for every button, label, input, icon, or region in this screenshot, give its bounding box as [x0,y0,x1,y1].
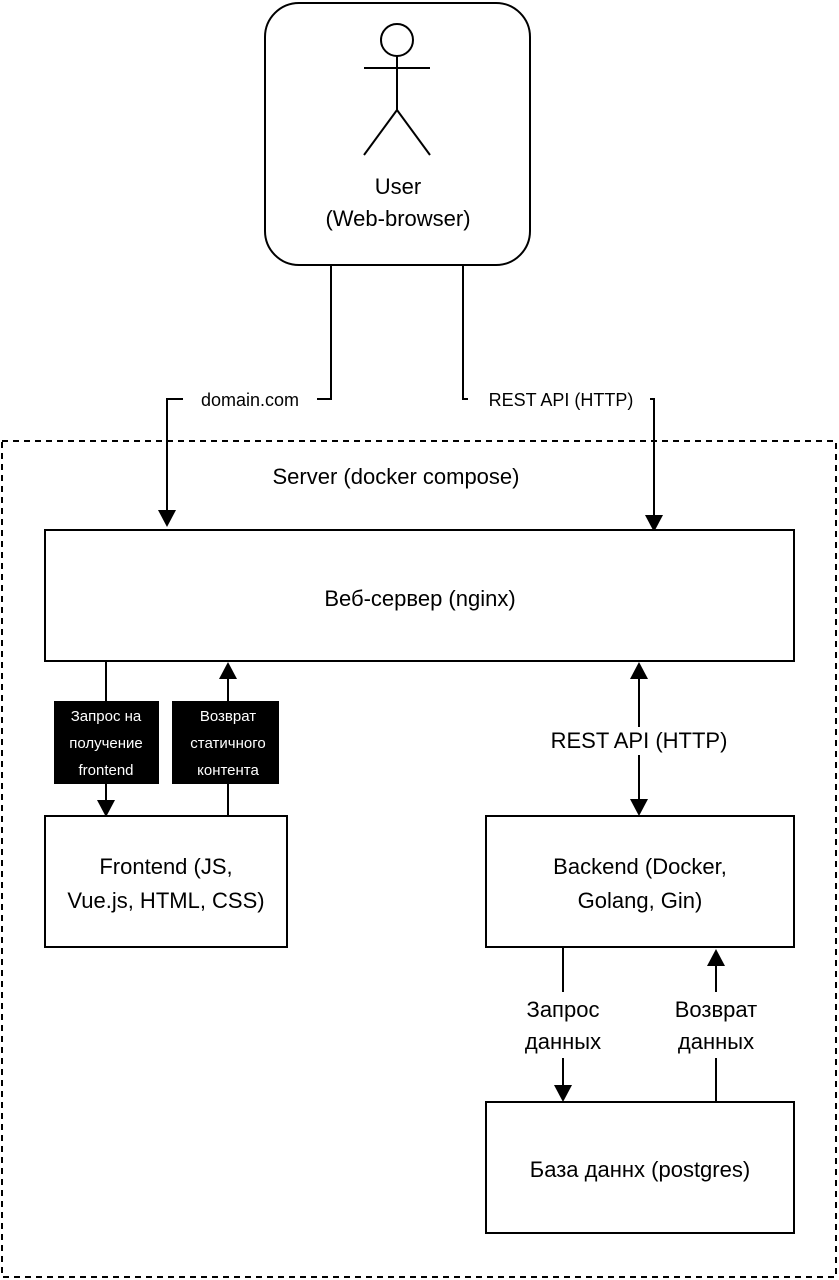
user-label: User [375,174,421,199]
label-bg-data-request [512,992,616,1058]
nginx-label: Веб-сервер (nginx) [324,586,515,611]
arrowhead-frontend-return [219,662,237,679]
label-bg-domain [183,386,317,412]
server-title: Server (docker compose) [273,464,520,489]
label-bg-data-return [664,992,768,1058]
edge-label-frontend-return-1: Возврат [200,708,256,725]
frontend-label-1: Frontend (JS, [99,854,232,879]
frontend-box [44,815,288,948]
db-box [485,1101,795,1234]
arrowhead-nginx-up [630,662,648,679]
user-sublabel: (Web-browser) [325,206,470,231]
backend-box [485,815,795,948]
edge-label-domain: domain.com [201,390,299,410]
arrowhead-frontend-request [97,800,115,817]
arrowhead-rest-top [645,515,663,532]
nginx-box [44,529,795,662]
user-actor-icon [363,23,431,156]
edge-label-frontend-request-1: Запрос на [71,708,142,725]
frontend-label-2: Vue.js, HTML, CSS) [67,888,264,913]
label-bg-frontend-return [172,701,279,784]
label-bg-frontend-request [54,701,159,784]
edge-label-frontend-return-2: статичного [190,735,265,752]
db-label: База даннх (postgres) [530,1157,750,1182]
edge-label-frontend-request-2: получение [69,735,143,752]
edge-label-data-request-1: Запрос [527,997,600,1022]
edge-label-rest-mid: REST API (HTTP) [551,728,728,753]
arrowhead-backend-down [630,799,648,816]
edge-label-data-return-2: данных [678,1029,754,1054]
label-bg-rest-top [468,386,650,412]
edge-label-frontend-return-3: контента [197,762,259,779]
arrowhead-data-request [554,1085,572,1102]
edge-label-frontend-request-3: frontend [78,762,133,779]
arrowhead-data-return [707,949,725,966]
backend-label-2: Golang, Gin) [578,888,703,913]
edge-label-data-request-2: данных [525,1029,601,1054]
label-bg-rest-mid [543,727,735,755]
edge-label-rest-top: REST API (HTTP) [489,390,634,410]
edge-label-data-return-1: Возврат [675,997,758,1022]
arrowhead-domain [158,510,176,527]
backend-label-1: Backend (Docker, [553,854,727,879]
user-box [264,2,531,266]
